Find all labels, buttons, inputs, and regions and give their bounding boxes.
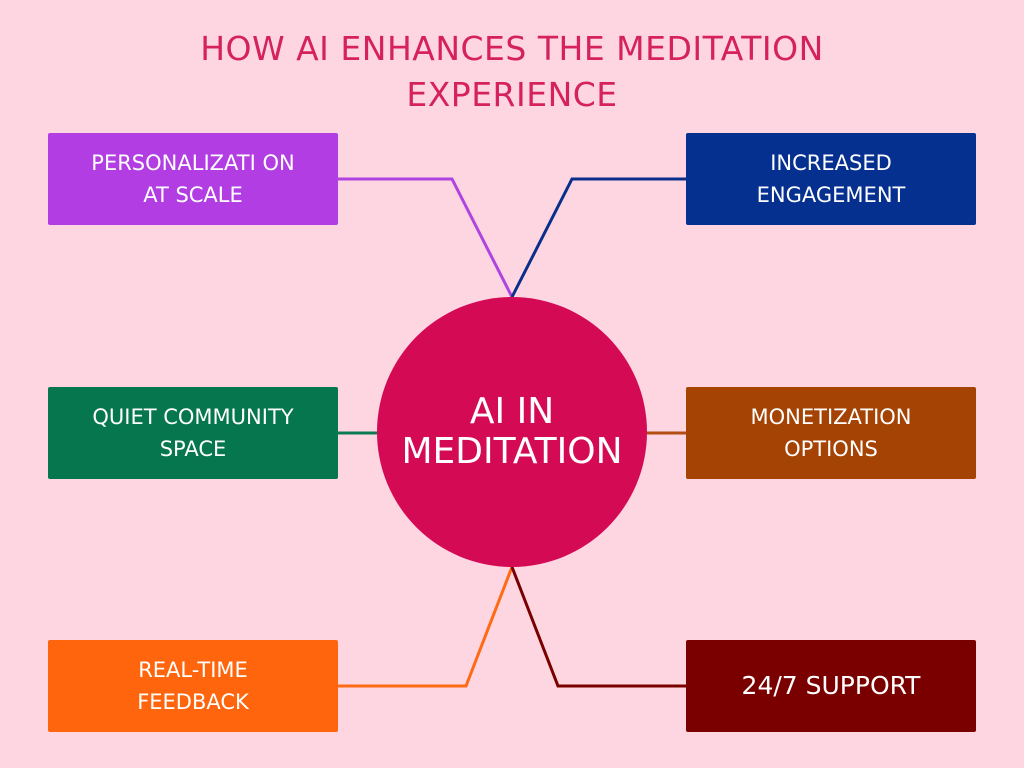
node-quiet-community-label: QUIET COMMUNITY SPACE [92,405,294,461]
diagram-title: HOW AI ENHANCES THE MEDITATION EXPERIENC… [200,29,824,114]
node-support-label: 24/7 SUPPORT [741,671,921,700]
hub-label: AI IN MEDITATION [401,391,623,472]
node-feedback: REAL-TIME FEEDBACK [48,640,338,732]
node-engagement-label: INCREASED ENGAGEMENT [756,151,906,207]
node-personalization-label: PERSONALIZATI ON AT SCALE [91,151,295,207]
node-monetization: MONETIZATION OPTIONS [686,387,976,479]
node-engagement: INCREASED ENGAGEMENT [686,133,976,225]
node-quiet-community: QUIET COMMUNITY SPACE [48,387,338,479]
node-feedback-label: REAL-TIME FEEDBACK [137,658,249,714]
hub-circle: AI IN MEDITATION [377,297,647,567]
node-monetization-label: MONETIZATION OPTIONS [750,405,912,461]
node-personalization: PERSONALIZATI ON AT SCALE [48,133,338,225]
connector-personalization [338,177,514,298]
connector-engagement [510,177,686,298]
connector-support [510,566,686,688]
node-support: 24/7 SUPPORT [686,640,976,732]
connector-feedback [338,566,514,688]
